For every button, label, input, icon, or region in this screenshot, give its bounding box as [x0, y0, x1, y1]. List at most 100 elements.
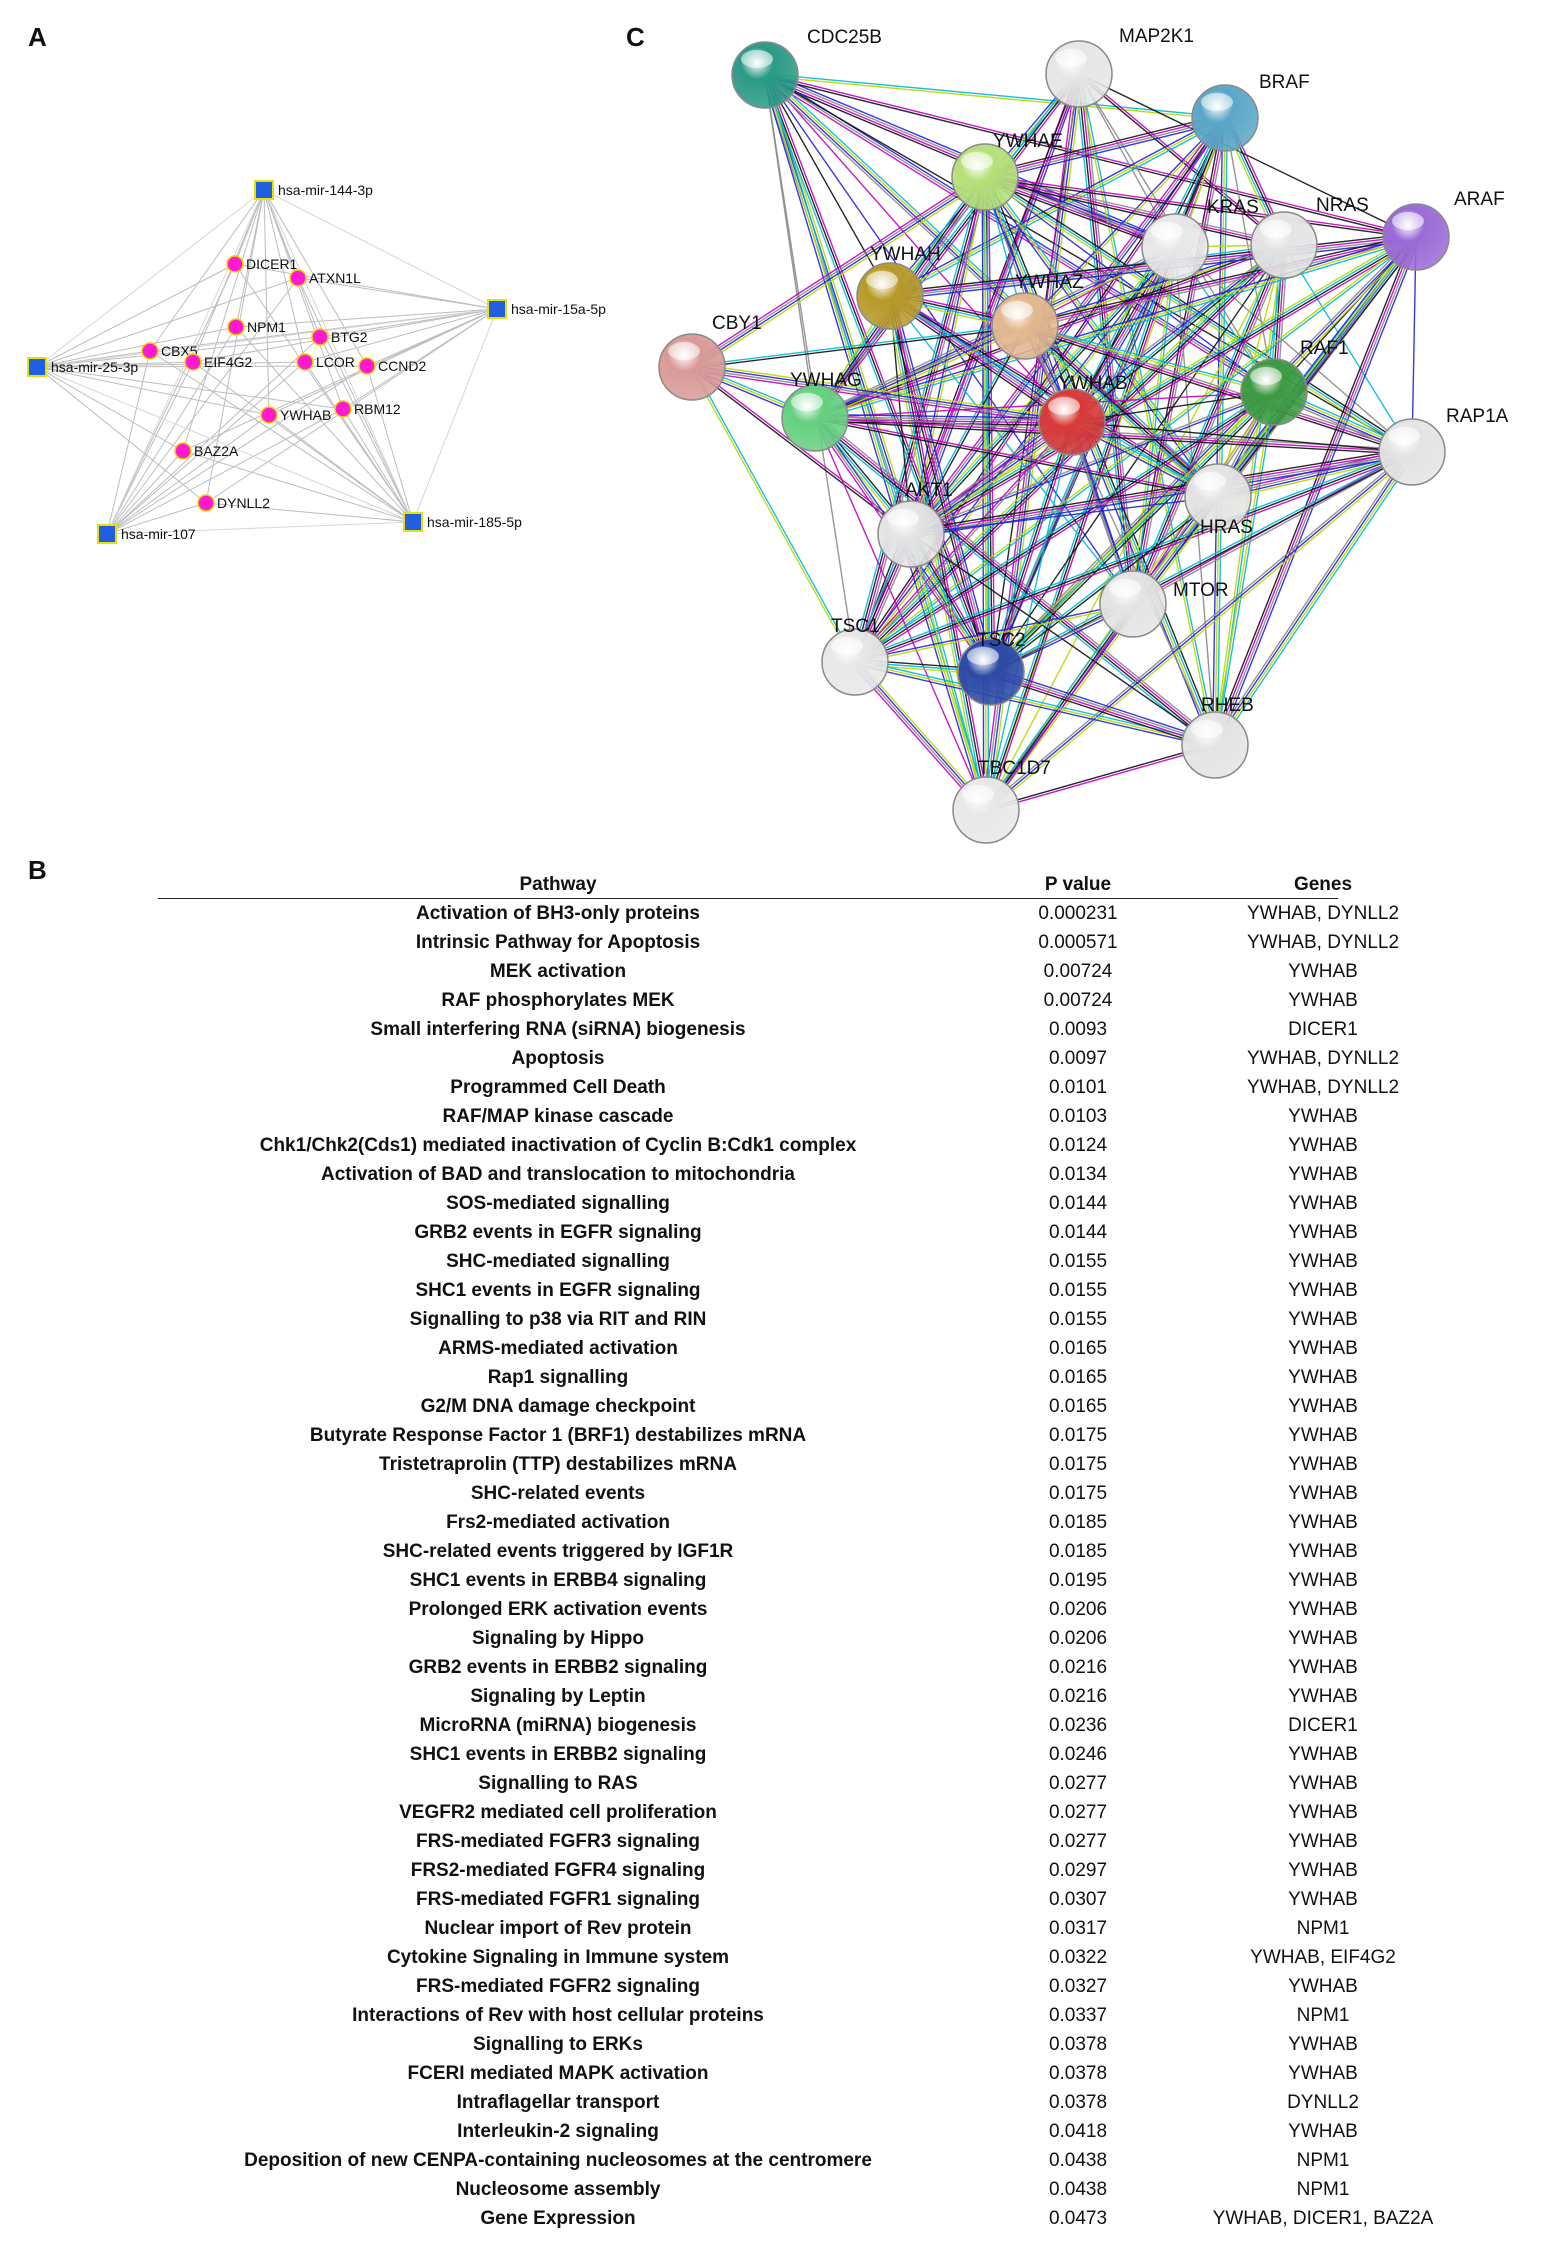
protein-node-label: BRAF: [1259, 72, 1310, 93]
mirna-gene-edge: [304, 361, 414, 523]
interaction-edge: [764, 74, 987, 811]
mirna-gene-edge: [106, 263, 236, 535]
p-value-cell: 0.0378: [1048, 2092, 1108, 2113]
interaction-edge: [762, 75, 985, 811]
p-value-cell: 0.00724: [1043, 990, 1113, 1011]
genes-cell: YWHAB: [1288, 2121, 1358, 2142]
mirna-mirna-edge: [263, 189, 414, 523]
interaction-edge: [890, 295, 993, 672]
gene-node-circle: [260, 406, 278, 424]
p-value-cell: 0.0144: [1048, 1193, 1108, 1214]
interaction-edge: [1132, 117, 1226, 605]
protein-node-label: TSC2: [977, 630, 1026, 651]
interaction-edge: [985, 173, 1285, 244]
pathway-cell: Frs2-mediated activation: [446, 1512, 670, 1533]
interaction-edge: [1077, 74, 1284, 247]
protein-node: AKT1: [877, 480, 953, 568]
interaction-edge: [853, 389, 1274, 661]
gene-node-circle: [227, 318, 245, 336]
sphere-highlight: [741, 50, 773, 68]
genes-cell: YWHAB: [1288, 1831, 1358, 1852]
p-value-cell: 0.0175: [1048, 1425, 1108, 1446]
interaction-edge: [985, 176, 1135, 604]
interaction-edge: [986, 172, 1177, 245]
gene-node: DYNLL2: [197, 494, 270, 512]
interaction-edge: [692, 326, 1026, 369]
interaction-edge: [855, 177, 987, 663]
interaction-edge: [911, 452, 1413, 536]
protein-node-label: TSC1: [831, 616, 880, 637]
gene-node-label: NPM1: [247, 319, 286, 335]
sphere-highlight: [1048, 397, 1080, 415]
gene-node: ATXN1L: [289, 269, 361, 287]
protein-node-label: RAF1: [1300, 338, 1349, 359]
genes-cell: YWHAB: [1288, 990, 1358, 1011]
mirna-gene-edge: [342, 408, 414, 523]
gene-node-label: DICER1: [246, 256, 298, 272]
protein-node-label: TBC1D7: [978, 758, 1051, 779]
p-value-cell: 0.0378: [1048, 2034, 1108, 2055]
panel-label-b: B: [28, 855, 47, 885]
interaction-edge: [1131, 244, 1284, 604]
sphere-highlight: [962, 785, 994, 803]
interaction-edge: [1081, 73, 1138, 604]
gene-node-circle: [174, 442, 192, 460]
interaction-edge: [911, 326, 1027, 535]
sphere-highlight: [791, 393, 823, 411]
interaction-edge: [985, 451, 1413, 811]
pathway-cell: Small interfering RNA (siRNA) biogenesis: [370, 1019, 746, 1040]
protein-node-label: ARAF: [1454, 189, 1505, 210]
interaction-edge: [1135, 246, 1288, 606]
interaction-edge: [816, 414, 1218, 743]
genes-cell: NPM1: [1296, 2179, 1350, 2200]
interaction-edge: [855, 393, 1276, 665]
interaction-edge: [853, 73, 1079, 662]
mirna-gene-edge: [182, 308, 498, 452]
p-value-cell: 0.0438: [1048, 2150, 1108, 2171]
gene-node: CBX5: [141, 342, 198, 360]
interaction-edge: [888, 296, 1072, 424]
pathway-cell: Deposition of new CENPA-containing nucle…: [244, 2150, 872, 2171]
sphere-highlight: [1001, 301, 1033, 319]
table-row: Small interfering RNA (siRNA) biogenesis…: [158, 1015, 1357, 1044]
gene-node-circle: [358, 357, 376, 375]
pathway-cell: Nucleosome assembly: [455, 2179, 661, 2200]
p-value-cell: 0.000571: [1038, 932, 1118, 953]
interaction-edge: [1022, 328, 1217, 501]
gene-node: BTG2: [311, 328, 368, 346]
interaction-edge: [693, 179, 988, 371]
p-value-cell: 0.0216: [1048, 1686, 1108, 1707]
interaction-edge: [1025, 118, 1227, 328]
mirna-mirna-edge: [36, 366, 414, 523]
interaction-edge: [764, 74, 1073, 423]
sphere-highlight: [967, 647, 999, 665]
sphere-highlight: [887, 509, 919, 527]
gene-node-label: DYNLL2: [217, 495, 270, 511]
interaction-edge: [984, 177, 1416, 239]
p-value-cell: 0.0155: [1048, 1309, 1108, 1330]
protein-node-label: YWHAZ: [1015, 272, 1084, 293]
interaction-edge: [813, 418, 1215, 747]
interaction-edge: [991, 667, 1217, 743]
interaction-edge: [814, 234, 1416, 417]
interaction-edge: [1133, 452, 1413, 606]
interaction-edge: [1078, 73, 1417, 238]
p-value-cell: 0.0195: [1048, 1570, 1108, 1591]
genes-cell: YWHAB: [1288, 1802, 1358, 1823]
mirna-gene-edge: [182, 189, 265, 452]
gene-node-circle: [141, 342, 159, 360]
pathway-cell: Gene Expression: [480, 2208, 636, 2229]
protein-node-label: MTOR: [1173, 580, 1229, 601]
mirna-node-square: [97, 524, 117, 544]
interaction-edge: [984, 177, 1175, 249]
interaction-edge: [987, 247, 1178, 811]
interaction-edge: [1023, 116, 1225, 326]
mirna-node: hsa-mir-107: [97, 524, 196, 544]
interaction-edge: [985, 120, 1227, 182]
